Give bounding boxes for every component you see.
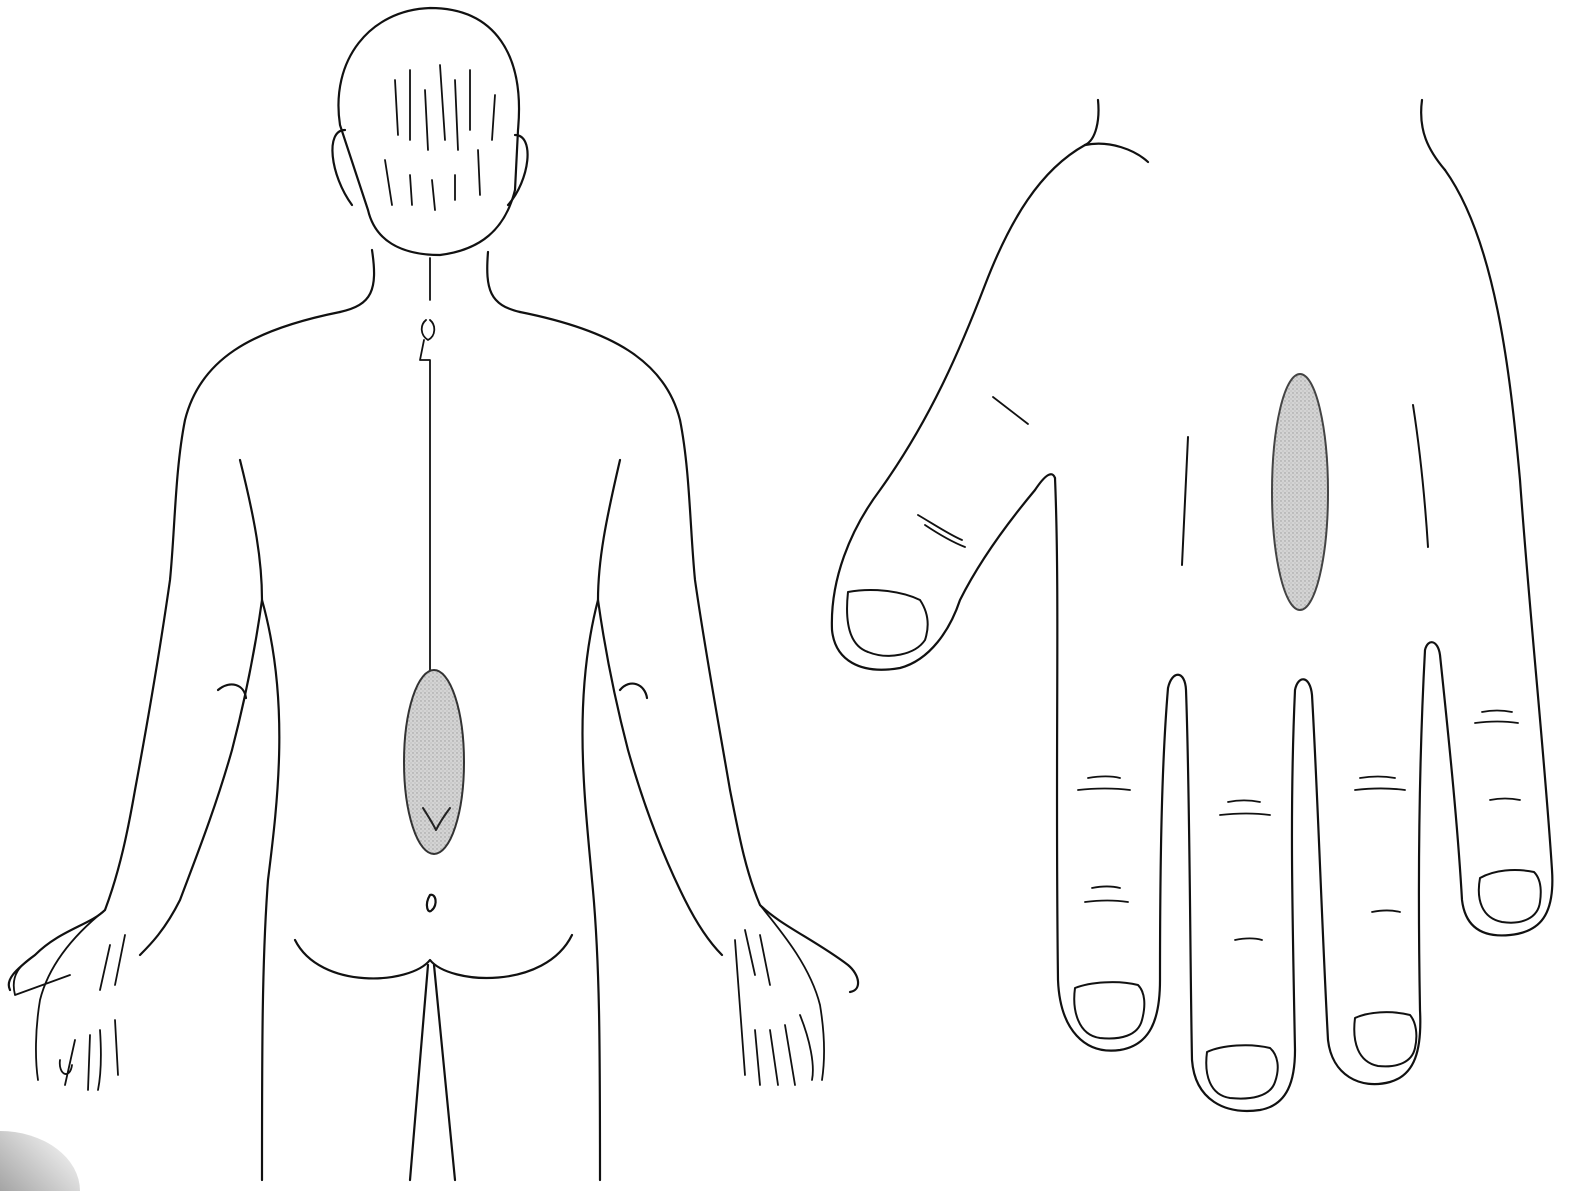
gluteal-line — [295, 935, 572, 978]
ring-nail — [1354, 1012, 1416, 1066]
right-hand — [735, 905, 824, 1085]
hair-lines — [385, 65, 495, 210]
neck-left — [340, 250, 374, 312]
spine-line — [420, 258, 434, 680]
wrist-left — [1085, 100, 1098, 145]
right-elbow — [620, 684, 647, 698]
index-nail — [1074, 982, 1144, 1038]
torso-right-side — [582, 600, 600, 1180]
torso-left-side — [262, 600, 279, 1180]
gluteal-cleft — [427, 895, 436, 912]
middle-nail — [1206, 1045, 1277, 1098]
leg-gap — [410, 965, 455, 1180]
little-nail — [1479, 870, 1541, 923]
wrist-right — [1421, 100, 1445, 170]
right-inner-arm — [598, 460, 722, 955]
left-hand — [14, 910, 125, 1090]
wrist-crease — [1085, 144, 1148, 162]
body-back-diagram — [0, 0, 870, 1191]
body-outline — [9, 8, 858, 1180]
right-shoulder-arm — [520, 312, 858, 992]
hand-outline — [832, 100, 1553, 1111]
hand-highlight-region — [1272, 374, 1328, 610]
left-ear — [332, 130, 352, 205]
tendon-lines — [1182, 405, 1428, 565]
neck-right — [487, 252, 520, 312]
left-elbow — [218, 684, 246, 698]
thumb-knuckle — [918, 397, 1028, 547]
finger-creases — [1078, 711, 1520, 941]
left-shoulder-arm — [9, 312, 340, 990]
index-finger — [1055, 170, 1552, 1111]
left-inner-arm — [140, 460, 262, 955]
